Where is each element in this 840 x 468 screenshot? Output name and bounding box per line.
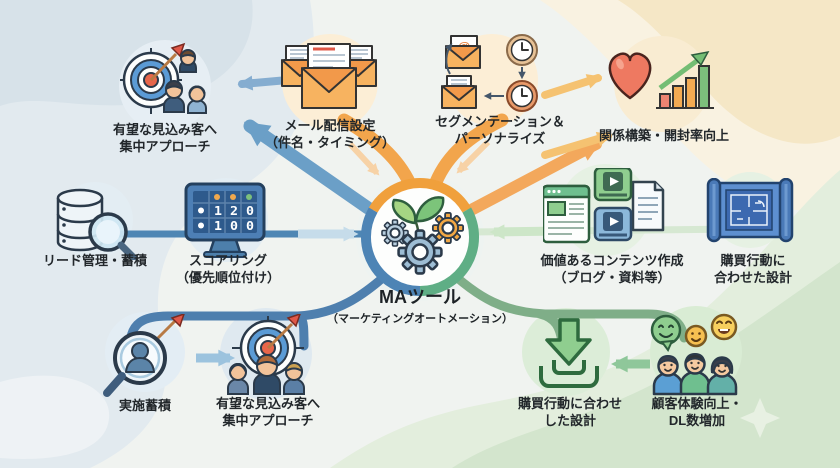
target-prospects-bottom-icon: [220, 312, 315, 403]
label-line: 価値あるコンテンツ作成: [540, 253, 684, 268]
label-segmentation: セグメンテーション＆ パーソナライズ: [435, 114, 565, 147]
mail-delivery-icon: [276, 38, 384, 117]
label-line: 購買行動に合わせ: [517, 396, 623, 411]
label-relationship: 関係構築・開封率向上: [599, 128, 729, 145]
label-line: セグメンテーション＆: [435, 114, 565, 129]
label-content: 価値あるコンテンツ作成 （ブログ・資料等）: [540, 253, 683, 286]
label-line: した設計: [543, 412, 597, 428]
lead-database-icon: [50, 184, 140, 265]
label-ma-tool: MAツール （マーケティングオートメーション）: [327, 287, 513, 326]
label-prospect-top: 有望な見込み客へ 集中アプローチ: [113, 122, 217, 155]
ma-hub-icon: [354, 171, 486, 308]
label-line: リード管理・蓄積: [42, 253, 148, 268]
label-line: スコアリング: [188, 253, 268, 268]
label-cx: 顧客体験向上・ DL数増加: [651, 396, 742, 429]
label-prospect-bottom: 有望な見込み客へ 集中アプローチ: [216, 396, 320, 429]
relationship-growth-icon: [602, 46, 720, 125]
label-line: パーソナライズ: [454, 130, 546, 146]
label-line: 合わせた設計: [713, 269, 793, 285]
label-line: 購買行動に: [720, 253, 786, 268]
label-lead: リード管理・蓄積: [43, 253, 147, 270]
target-prospects-icon: [118, 42, 213, 127]
label-line: 実施蓄積: [118, 398, 172, 413]
label-scoring: スコアリング （優先順位付け）: [176, 253, 280, 286]
label-line: （ブログ・資料等）: [553, 269, 671, 285]
happy-customers-icon: [646, 308, 746, 403]
prospect-search-icon: [100, 312, 190, 405]
content-creation-icon: [541, 166, 669, 261]
label-line: （優先順位付け）: [175, 269, 281, 285]
label-accumulate: 実施蓄積: [119, 398, 171, 415]
label-line: 集中アプローチ: [222, 412, 314, 428]
label-line: 集中アプローチ: [119, 138, 211, 154]
score-row-2: 1 0 0: [214, 219, 254, 233]
label-line: DL数増加: [668, 412, 726, 428]
label-mail: メール配信設定 （件名・タイミング）: [265, 118, 395, 151]
scoring-monitor-icon: 1 2 0 1 0 0: [178, 182, 274, 267]
download-icon: [528, 314, 612, 399]
label-line: メール配信設定: [284, 118, 376, 133]
label-design: 購買行動に 合わせた設計: [714, 253, 792, 286]
label-line: 有望な見込み客へ: [215, 396, 321, 411]
blueprint-icon: [706, 177, 794, 251]
label-line: 顧客体験向上・: [651, 396, 743, 411]
label-line: 有望な見込み客へ: [112, 122, 218, 137]
label-line: （件名・タイミング）: [264, 134, 396, 150]
hub-subtitle: （マーケティングオートメーション）: [327, 312, 513, 325]
label-download-design: 購買行動に合わせ した設計: [518, 396, 622, 429]
segmentation-icon: @: [438, 32, 546, 125]
hub-title: MAツール: [379, 287, 461, 307]
label-line: 関係構築・開封率向上: [598, 128, 730, 143]
score-row-1: 1 2 0: [214, 204, 254, 218]
